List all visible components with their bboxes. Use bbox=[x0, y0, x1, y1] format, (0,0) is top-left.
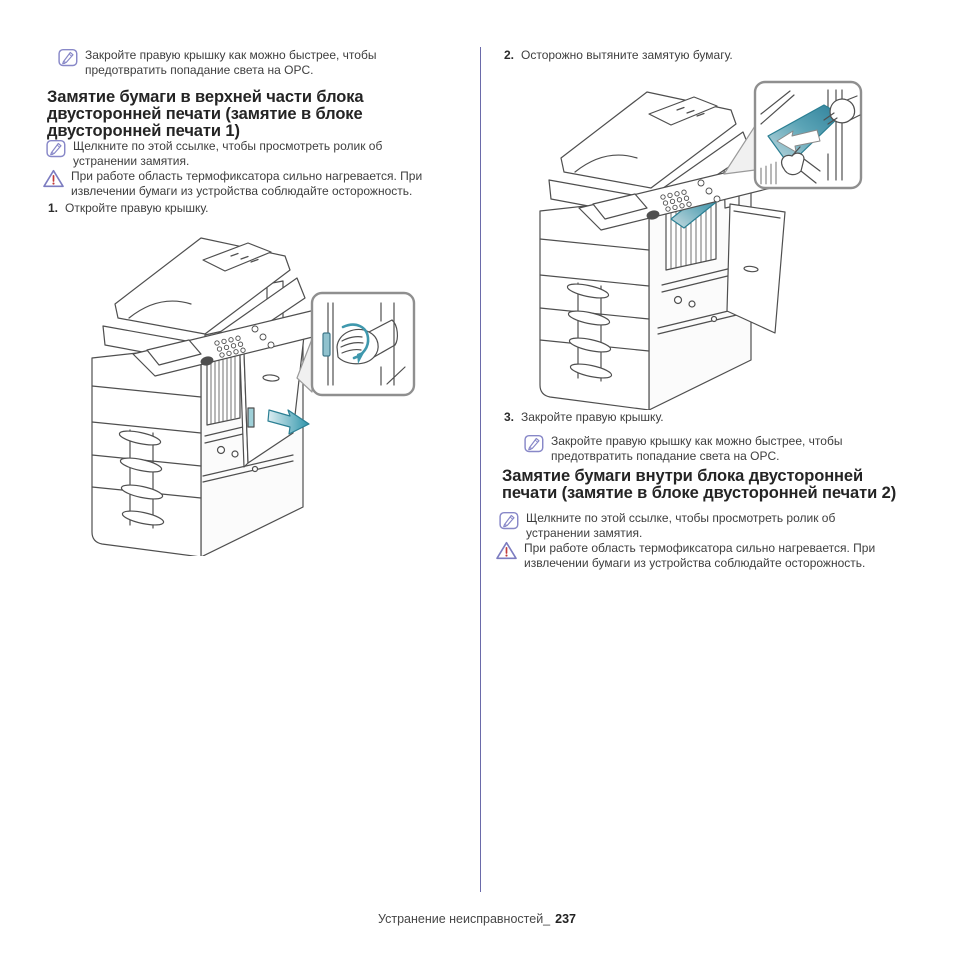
note-icon bbox=[499, 511, 519, 530]
step-number: 1. bbox=[48, 201, 59, 215]
step-text: Закройте правую крышку. bbox=[521, 410, 664, 424]
step-3: 3. Закройте правую крышку. bbox=[504, 410, 664, 424]
hand-holding-edge bbox=[780, 146, 821, 184]
step-text: Осторожно вытяните замятую бумагу. bbox=[521, 48, 733, 62]
warning-text: При работе область термофиксатора сильно… bbox=[524, 541, 876, 570]
step-text: Откройте правую крышку. bbox=[65, 201, 209, 215]
heading-line: Замятие бумаги в верхней части блока bbox=[47, 88, 364, 106]
step-number: 3. bbox=[504, 410, 515, 424]
note-text: Закройте правую крышку как можно быстрее… bbox=[85, 48, 377, 77]
warning-icon bbox=[496, 541, 517, 560]
heading-line: Замятие бумаги внутри блока двусторонней bbox=[502, 467, 864, 485]
step-number: 2. bbox=[504, 48, 515, 62]
rotate-lever-arrowhead bbox=[357, 351, 365, 364]
figure-open-right-cover bbox=[85, 226, 470, 556]
heading-line: двусторонней печати (замятие в блоке bbox=[47, 105, 363, 123]
section-heading-duplex-jam-1: Замятие бумаги в верхней части блока дву… bbox=[47, 88, 364, 140]
note-icon bbox=[524, 434, 544, 453]
note-icon bbox=[46, 139, 66, 158]
warning-block-fuser-hot: При работе область термофиксатора сильно… bbox=[496, 541, 916, 570]
note-icon bbox=[58, 48, 78, 67]
footer-page-number: 237 bbox=[555, 912, 576, 926]
pull-direction-arrow bbox=[267, 409, 310, 435]
footer-section-title: Устранение неисправностей_ bbox=[378, 912, 551, 926]
video-link-note-text[interactable]: Щелкните по этой ссылке, чтобы просмотре… bbox=[526, 511, 836, 540]
figure-remove-jammed-paper bbox=[518, 72, 918, 410]
jam-lever-detail bbox=[322, 332, 331, 357]
note-text: Закройте правую крышку как можно быстрее… bbox=[551, 434, 843, 463]
heading-line: двусторонней печати 1) bbox=[47, 122, 240, 140]
step-2: 2. Осторожно вытяните замятую бумагу. bbox=[504, 48, 733, 62]
note-block-continuation: Закройте правую крышку как можно быстрее… bbox=[58, 48, 425, 77]
printer-illustration-remove-paper bbox=[539, 80, 863, 410]
note-block-video-link: Щелкните по этой ссылке, чтобы просмотре… bbox=[499, 511, 878, 540]
jam-lever bbox=[247, 407, 255, 428]
step-1: 1. Откройте правую крышку. bbox=[48, 201, 208, 215]
detail-inset-paper bbox=[753, 80, 863, 190]
printer-illustration-open-cover bbox=[91, 237, 416, 556]
note-block-video-link: Щелкните по этой ссылке, чтобы просмотре… bbox=[46, 139, 425, 168]
page-footer: Устранение неисправностей_ 237 bbox=[0, 912, 954, 926]
heading-line: печати (замятие в блоке двусторонней печ… bbox=[502, 484, 897, 502]
section-heading-duplex-jam-2: Замятие бумаги внутри блока двусторонней… bbox=[502, 468, 896, 502]
note-block-close-cover: Закройте правую крышку как можно быстрее… bbox=[524, 434, 891, 463]
warning-icon bbox=[43, 169, 64, 188]
warning-block-fuser-hot: При работе область термофиксатора сильно… bbox=[43, 169, 463, 198]
column-divider bbox=[480, 47, 481, 892]
detail-inset-lever bbox=[310, 291, 416, 397]
warning-text: При работе область термофиксатора сильно… bbox=[71, 169, 423, 198]
hand-pulling-paper bbox=[823, 95, 861, 125]
video-link-note-text[interactable]: Щелкните по этой ссылке, чтобы просмотре… bbox=[73, 139, 383, 168]
